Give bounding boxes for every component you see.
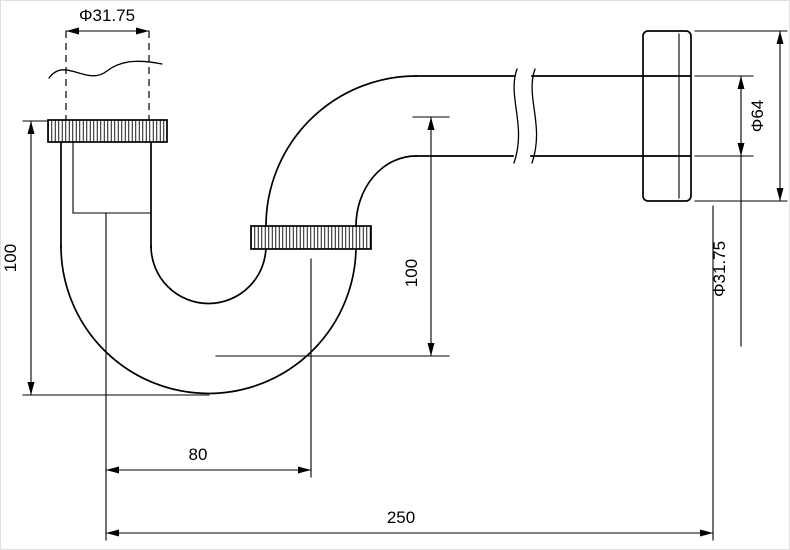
elbow-outer-arc xyxy=(265,75,417,227)
dim-left-height-label: 100 xyxy=(1,244,20,272)
arrowhead-up xyxy=(776,31,784,44)
outlet-elbow xyxy=(265,75,417,227)
wall-flange xyxy=(642,30,692,202)
arrowhead-down xyxy=(27,382,35,395)
inlet-knurled-nut xyxy=(47,119,168,143)
arrowhead-up xyxy=(427,117,435,130)
dim-outlet-diameter-label: Φ31.75 xyxy=(710,241,729,297)
inlet-vertical-pipe xyxy=(60,141,152,248)
pipe-break-line-right xyxy=(531,68,538,164)
arrowhead-right xyxy=(298,466,311,474)
inlet-stub xyxy=(48,31,163,120)
arrowhead-up xyxy=(737,76,745,89)
u-bend-inner-arc xyxy=(150,245,267,305)
flange-body xyxy=(642,30,692,202)
dim-overall-length: 250 xyxy=(105,205,714,541)
dim-trap-width: 80 xyxy=(105,212,312,541)
arrowhead-down xyxy=(737,143,745,156)
elbow-inner-arc xyxy=(355,155,417,227)
arrowhead-right xyxy=(136,27,149,35)
trap-u-bend xyxy=(60,245,357,395)
dim-trap-width-label: 80 xyxy=(189,445,208,464)
dim-center-height-label: 100 xyxy=(402,259,421,287)
u-bend-outer-arc xyxy=(60,245,357,395)
dim-left-height: 100 xyxy=(1,120,210,396)
arrowhead-down xyxy=(776,188,784,201)
dim-inlet-diameter: Φ31.75 xyxy=(65,6,150,35)
arrowhead-left xyxy=(106,529,119,537)
arrowhead-right xyxy=(700,529,713,537)
pipe-break-line-left xyxy=(513,68,520,164)
dim-flange-diameter: Φ64 xyxy=(694,30,788,202)
arrowhead-down xyxy=(427,343,435,356)
dim-inlet-diameter-label: Φ31.75 xyxy=(79,6,135,25)
arrowhead-left xyxy=(66,27,79,35)
dim-center-height: 100 xyxy=(215,116,450,357)
dim-overall-length-label: 250 xyxy=(387,508,415,527)
trap-knurled-nut xyxy=(250,225,372,250)
outlet-horizontal-pipe xyxy=(415,68,692,164)
dim-outlet-diameter: Φ31.75 xyxy=(694,75,754,347)
inlet-break-line xyxy=(48,60,163,79)
arrowhead-left xyxy=(106,466,119,474)
arrowhead-up xyxy=(27,121,35,134)
dim-flange-diameter-label: Φ64 xyxy=(748,100,767,132)
